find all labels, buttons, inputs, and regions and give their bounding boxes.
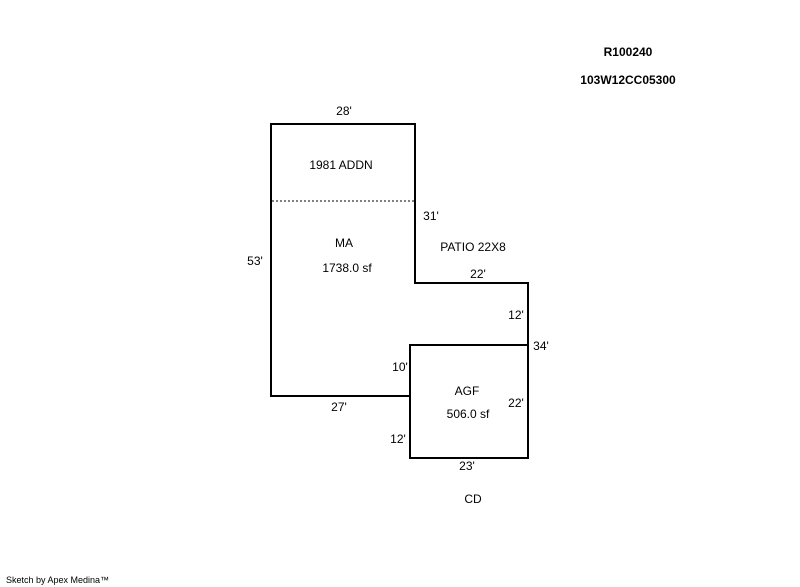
dimension-step-right: 12' (508, 308, 524, 322)
dimension-left: 53' (247, 254, 263, 268)
patio-label: PATIO 22X8 (440, 240, 506, 254)
account-id: 103W12CC05300 (580, 73, 676, 87)
dimension-garage-bottom: 23' (459, 459, 475, 473)
dimension-outer-right: 34' (533, 339, 549, 353)
dimension-step-top: 22' (470, 267, 486, 281)
sketch-credit: Sketch by Apex Medina™ (6, 575, 109, 585)
addition-label: 1981 ADDN (309, 158, 372, 172)
dimension-garage-left-upper: 10' (392, 360, 408, 374)
dimension-right-upper: 31' (423, 209, 439, 223)
parcel-id: R100240 (604, 45, 653, 59)
garage-outline (409, 344, 529, 459)
dimension-garage-left-lower: 12' (390, 432, 406, 446)
garage-size: 506.0 sf (447, 407, 490, 421)
dimension-top: 28' (336, 104, 352, 118)
main-area-size: 1738.0 sf (322, 261, 372, 275)
dimension-garage-right: 22' (508, 396, 524, 410)
garage-label: AGF (455, 384, 480, 398)
dimension-bottom-left: 27' (331, 400, 347, 414)
deck-label: CD (464, 492, 482, 506)
main-area-label: MA (335, 236, 353, 250)
